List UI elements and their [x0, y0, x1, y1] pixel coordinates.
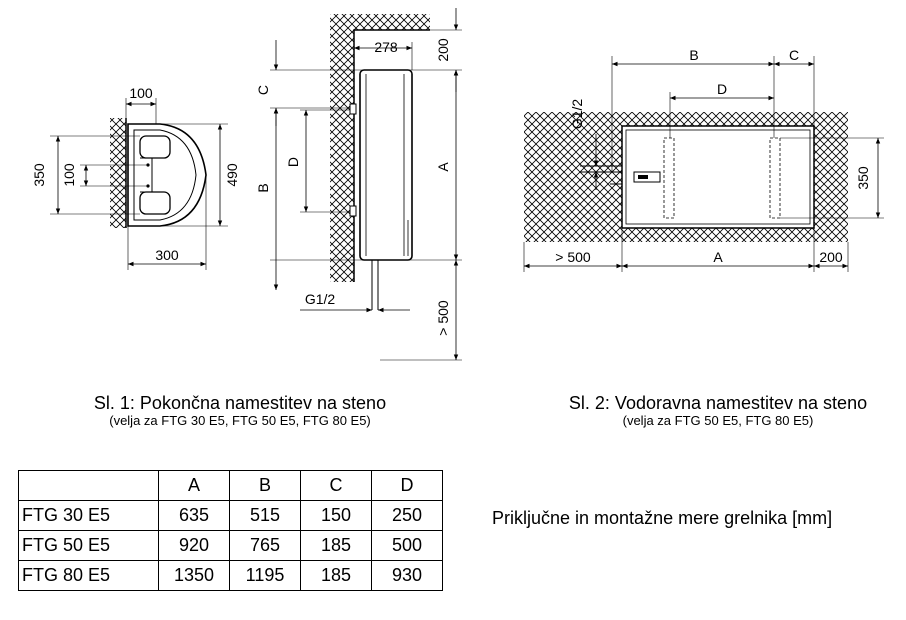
table-header-row: A B C D	[18, 470, 443, 501]
table-cell-model: FTG 50 E5	[18, 530, 159, 561]
front-B: B	[255, 183, 271, 192]
top-view-350: 350	[31, 163, 47, 187]
table-header-cell: B	[229, 470, 301, 501]
fig2-g12: G1/2	[569, 99, 585, 130]
table-row: FTG 50 E5 920 765 185 500	[18, 530, 443, 561]
figure1-subcaption: (velja za FTG 30 E5, FTG 50 E5, FTG 80 E…	[109, 413, 371, 428]
table-cell: 185	[300, 560, 372, 591]
table-cell: 1195	[229, 560, 301, 591]
fig2-200: 200	[819, 249, 843, 265]
table-cell: 250	[371, 500, 443, 531]
table-cell-model: FTG 30 E5	[18, 500, 159, 531]
table-cell: 765	[229, 530, 301, 561]
fig2-B: B	[689, 47, 698, 63]
installation-drawing: 100 350 100 490 300	[31, 8, 884, 361]
table-header-cell	[18, 470, 159, 501]
table-cell-model: FTG 80 E5	[18, 560, 159, 591]
front-200: 200	[435, 38, 451, 62]
figure2-caption: Sl. 2: Vodoravna namestitev na steno	[568, 393, 868, 413]
fig2-horizontal-view: B C D G1/2 350 > 500 A 200	[523, 47, 884, 272]
fig2-A: A	[713, 249, 723, 265]
top-view-100-top: 100	[129, 85, 153, 101]
front-C: C	[255, 85, 271, 95]
table-cell: 635	[158, 500, 230, 531]
front-g12: G1/2	[305, 291, 336, 307]
fig2-gt500: > 500	[555, 249, 591, 265]
table-cell: 185	[300, 530, 372, 561]
table-cell: 930	[371, 560, 443, 591]
table-row: FTG 30 E5 635 515 150 250	[18, 500, 443, 531]
figure2-caption-block: Sl. 2: Vodoravna namestitev na steno (ve…	[518, 393, 906, 428]
front-D: D	[285, 157, 301, 167]
front-A: A	[435, 162, 451, 172]
dimensions-table: A B C D FTG 30 E5 635 515 150 250 FTG 50…	[18, 470, 443, 591]
table-header-cell: D	[371, 470, 443, 501]
dimensions-note: Priključne in montažne mere grelnika [mm…	[492, 508, 833, 528]
table-header-cell: A	[158, 470, 230, 501]
table-cell: 1350	[158, 560, 230, 591]
table-cell: 515	[229, 500, 301, 531]
fig2-D: D	[717, 81, 727, 97]
table-header-cell: C	[300, 470, 372, 501]
table-cell: 150	[300, 500, 372, 531]
table-cell: 500	[371, 530, 443, 561]
fig1-top-view: 100 350 100 490 300	[31, 85, 240, 270]
figure2-subcaption: (velja za FTG 50 E5, FTG 80 E5)	[622, 413, 814, 428]
table-cell: 920	[158, 530, 230, 561]
top-view-100-side: 100	[61, 163, 77, 187]
top-view-300: 300	[155, 247, 179, 263]
front-278: 278	[374, 39, 398, 55]
fig1-front-view: 278 200 C B D A G1/2 > 500	[255, 8, 462, 361]
fig2-350: 350	[855, 166, 871, 190]
table-row: FTG 80 E5 1350 1195 185 930	[18, 560, 443, 591]
figure1-caption: Sl. 1: Pokončna namestitev na steno	[93, 393, 387, 413]
top-view-490: 490	[224, 163, 240, 187]
fig2-C: C	[789, 47, 799, 63]
front-gt500: > 500	[435, 300, 451, 336]
figure1-caption-block: Sl. 1: Pokončna namestitev na steno (vel…	[40, 393, 440, 428]
